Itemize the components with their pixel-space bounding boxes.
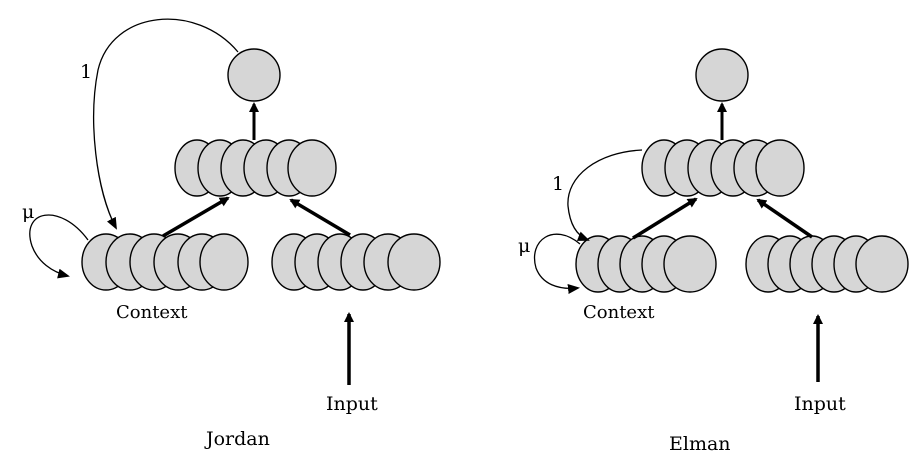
jordan-input-layer (271, 233, 441, 291)
jordan-input-to-hidden-arrow (289, 198, 351, 237)
elman-feedback-arrow (567, 149, 643, 241)
elman-input-to-hidden-arrow (756, 198, 813, 239)
jordan-hidden-layer (174, 139, 337, 197)
jordan-feedback-label: 1 (80, 61, 92, 83)
jordan-feedback-arrow (93, 18, 239, 230)
elman-network (533, 48, 909, 382)
jordan-caption: Jordan (204, 428, 270, 450)
jordan-output-node (227, 48, 281, 102)
elman-context-label: Context (583, 302, 655, 323)
elman-self-loop-label: μ (518, 235, 530, 257)
elman-caption: Elman (669, 433, 731, 455)
jordan-network (29, 18, 441, 385)
elman-self-loop-arrow (533, 233, 581, 294)
elman-hidden-layer (641, 139, 805, 197)
elman-context-to-hidden-arrow (632, 197, 698, 240)
elman-feedback-label: 1 (552, 173, 564, 195)
jordan-context-label: Context (116, 302, 188, 323)
elman-context-layer (575, 235, 717, 293)
elman-output-node (695, 48, 749, 102)
jordan-input-label: Input (326, 393, 378, 415)
jordan-self-loop-arrow (29, 214, 89, 279)
jordan-context-to-hidden-arrow (162, 196, 230, 238)
elman-input-layer (745, 235, 909, 293)
elman-input-label: Input (794, 393, 846, 415)
jordan-self-loop-label: μ (22, 201, 34, 223)
jordan-context-layer (81, 233, 249, 291)
